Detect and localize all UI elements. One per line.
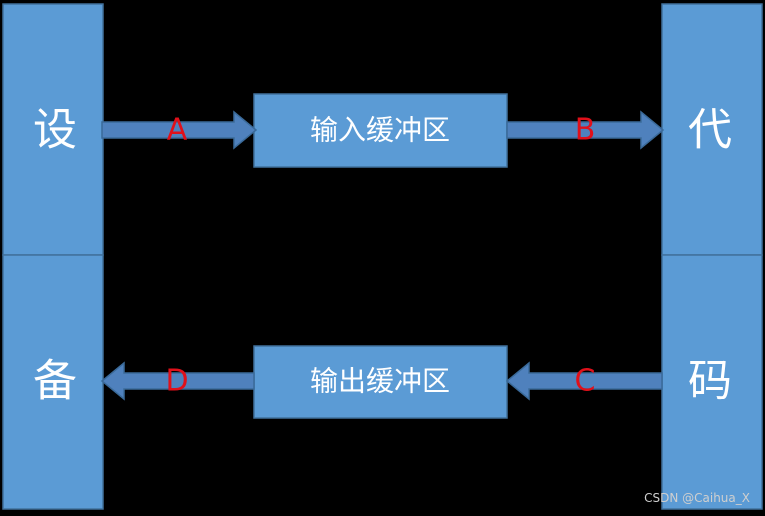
arrow-c: C <box>505 361 663 401</box>
arrow-c-label: C <box>575 364 596 399</box>
output-buffer-label: 输出缓冲区 <box>310 365 450 398</box>
device-bottom-cell <box>2 254 104 510</box>
arrow-b-shape <box>506 110 665 150</box>
watermark: CSDN @Caihua_X <box>644 491 750 505</box>
arrow-b-label: B <box>575 113 596 148</box>
arrow-d: D <box>100 361 255 401</box>
device-top-cell <box>2 3 104 256</box>
arrow-c-shape <box>505 361 663 401</box>
device-column: 设 备 <box>2 3 104 510</box>
code-bottom-cell <box>661 254 763 510</box>
code-column: 代 码 <box>661 3 763 510</box>
arrow-a: A <box>101 110 258 150</box>
device-top-char: 设 <box>33 105 77 156</box>
arrow-d-label: D <box>165 364 188 399</box>
arrow-a-label: A <box>167 113 188 148</box>
arrow-b: B <box>506 110 665 150</box>
output-buffer: 输出缓冲区 <box>253 345 508 419</box>
input-buffer: 输入缓冲区 <box>253 93 508 168</box>
device-bottom-char: 备 <box>33 356 77 407</box>
code-top-char: 代 <box>688 105 732 156</box>
input-buffer-box <box>253 93 508 168</box>
code-bottom-char: 码 <box>688 356 732 407</box>
output-buffer-box <box>253 345 508 419</box>
input-buffer-label: 输入缓冲区 <box>310 114 450 147</box>
arrow-a-shape <box>101 110 258 150</box>
arrow-d-shape <box>100 361 255 401</box>
code-top-cell <box>661 3 763 256</box>
